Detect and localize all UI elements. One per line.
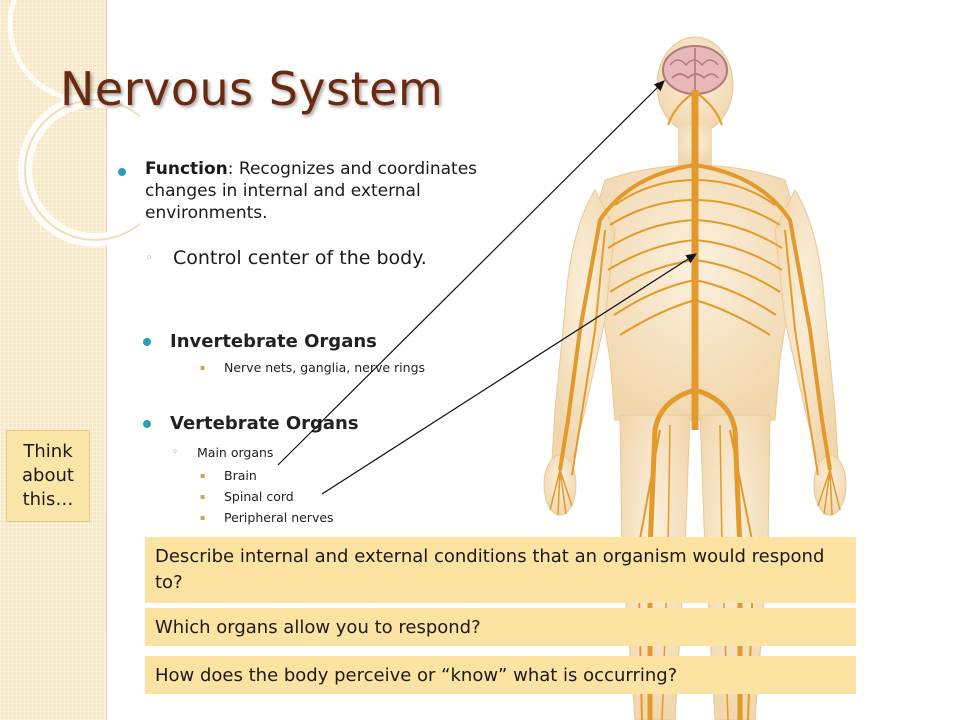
question-box-1: Describe internal and external condition… [145,537,856,603]
function-label: Function [145,159,228,179]
function-text: Function: Recognizes and coordinates cha… [145,158,495,224]
control-center-text: Control center of the body. [173,247,427,269]
ring-bullet-icon: ◦ [172,447,178,458]
bullet-dot [143,338,151,346]
think-about-this-box: Think about this… [6,430,90,522]
square-bullet-icon: ▪ [200,471,206,480]
square-bullet-icon: ▪ [200,513,206,522]
square-bullet-icon: ▪ [200,363,206,372]
brain-icon [662,45,728,95]
bullet-dot [118,168,126,176]
invertebrate-item: Nerve nets, ganglia, nerve rings [224,360,426,375]
bullet-dot [143,420,151,428]
question-box-2: Which organs allow you to respond? [145,608,856,646]
question-box-3: How does the body perceive or “know” wha… [145,656,856,694]
vertebrate-item-peripheral-nerves: Peripheral nerves [224,510,334,525]
ring-bullet-icon: ◦ [146,251,153,264]
vertebrate-item-brain: Brain [224,468,257,483]
square-bullet-icon: ▪ [200,492,206,501]
invertebrate-heading: Invertebrate Organs [170,331,377,352]
main-organs-label: Main organs [197,445,274,460]
vertebrate-heading: Vertebrate Organs [170,413,359,434]
decorative-circles [7,0,140,247]
vertebrate-item-spinal-cord: Spinal cord [224,489,294,504]
slide-title: Nervous System [60,62,444,116]
